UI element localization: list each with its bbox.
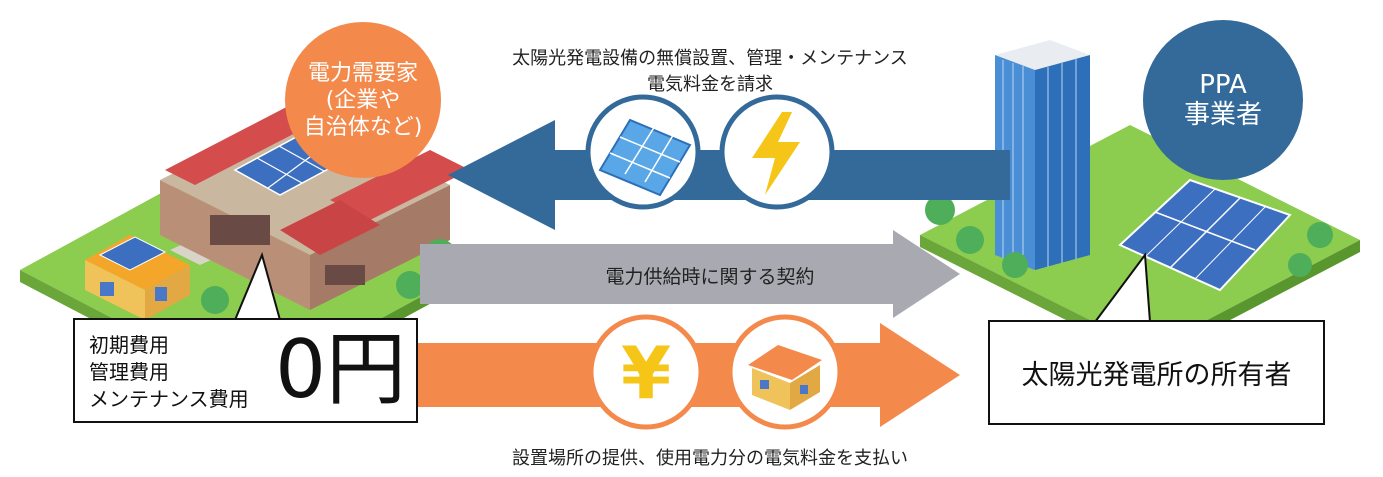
owner-label: 太陽光発電所の所有者: [1021, 360, 1292, 391]
provider-label-line: 事業者: [1183, 100, 1262, 130]
owner-box: 太陽光発電所の所有者: [988, 320, 1325, 425]
cost-item: メンテナンス費用: [89, 387, 249, 411]
solar-panel-icon: [585, 94, 701, 210]
provider-circle: PPA 事業者: [1143, 20, 1303, 180]
consumer-label-line: 電力需要家: [307, 60, 418, 86]
top-flow-line1: 太陽光発電設備の無償設置、管理・メンテナンス: [512, 48, 908, 69]
consumer-label-line: 自治体など): [303, 114, 423, 140]
top-flow-line2: 電気料金を請求: [647, 74, 773, 95]
yen-icon: ¥: [588, 314, 704, 430]
cost-item: 初期費用: [89, 333, 169, 357]
consumer-label-line: (企業や: [325, 87, 401, 113]
lightning-icon: [719, 94, 835, 210]
consumer-circle: 電力需要家 (企業や 自治体など): [285, 22, 441, 178]
cost-box: 初期費用 管理費用 メンテナンス費用 0円: [73, 318, 418, 423]
bottom-flow-label: 設置場所の提供、使用電力分の電気料金を支払い: [512, 448, 908, 469]
cost-amount: 0円: [275, 323, 406, 416]
provider-label-line: PPA: [1199, 70, 1247, 100]
middle-flow-label: 電力供給時に関する契約: [605, 266, 815, 288]
cost-item: 管理費用: [89, 360, 169, 384]
house-icon: [727, 314, 843, 430]
svg-text:¥: ¥: [621, 331, 671, 415]
middle-flow-arrow: [420, 230, 960, 318]
